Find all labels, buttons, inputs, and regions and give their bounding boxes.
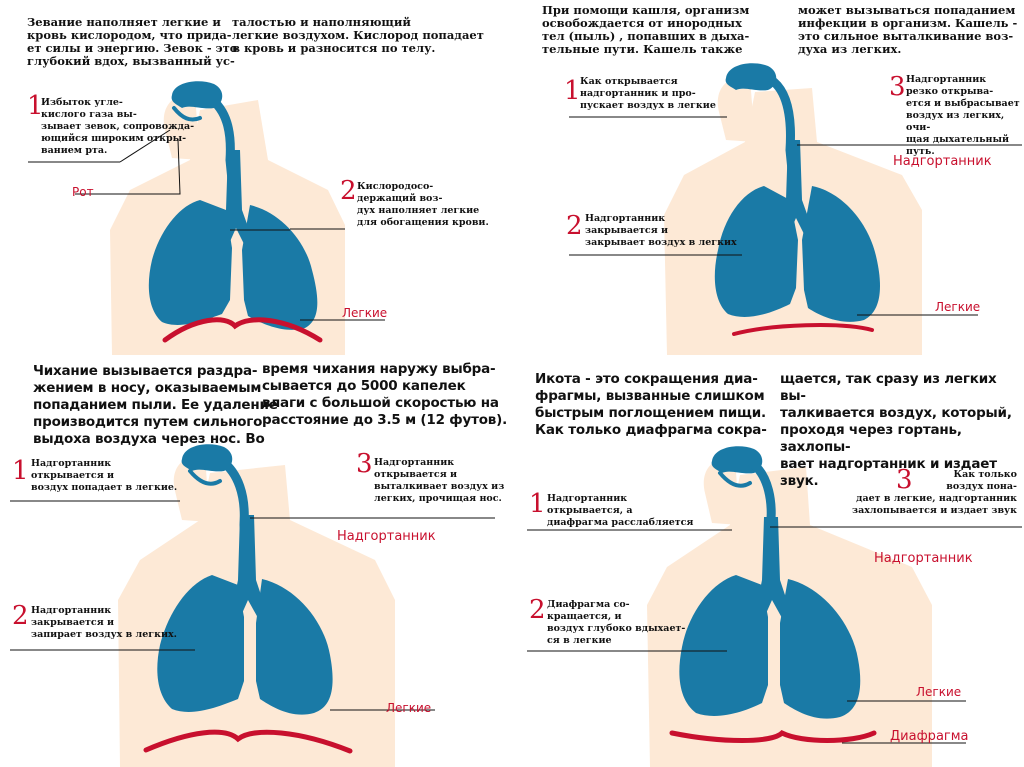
diaphragm-line: [732, 323, 874, 336]
body-silhouette: [163, 94, 200, 160]
step-caption: Надгортанник закрывается и запирает возд…: [31, 605, 177, 640]
step-caption: Надгортанник открывается, а диафрагма ра…: [547, 493, 694, 528]
respiratory-figure: [10, 444, 495, 767]
diaphragm-line: [669, 729, 877, 743]
leader-line: [75, 139, 181, 195]
lung-shape: [148, 200, 232, 325]
intro-text-col2: может вызываться попаданием инфекции в о…: [798, 3, 1018, 56]
lung-shape: [232, 515, 266, 618]
intro-text-col2: щается, так сразу из легких вы- талкивае…: [780, 371, 1012, 489]
step-caption: Надгортанник открывается и воздух попада…: [31, 458, 178, 493]
lung-shape: [157, 575, 244, 712]
panel-hiccup: Икота - это сокращения диа- фрагмы, вызв…: [512, 355, 1024, 767]
lung-shape: [256, 579, 333, 715]
intro-text-col1: Икота - это сокращения диа- фрагмы, вызв…: [535, 371, 767, 438]
panel-sneeze: Чихание вызывается раздра- жением в носу…: [0, 355, 512, 767]
step-number: 2: [529, 595, 546, 625]
intro-text-col2: время чихания наружу выбра- сывается до …: [262, 361, 508, 428]
lung-shape: [242, 205, 318, 330]
lung-shape: [725, 63, 777, 91]
respiratory-figure: [569, 63, 1022, 355]
label-lungs: Легкие: [386, 701, 432, 715]
step-number: 3: [889, 72, 906, 102]
label-epiglottis: Надгортанник: [874, 551, 973, 566]
step-number: 3: [356, 449, 373, 479]
airway: [718, 471, 752, 488]
respiratory-figure: [527, 446, 1022, 767]
label-mouth: Рот: [72, 185, 94, 199]
step-caption: Как только воздух пона- дает в легкие, н…: [852, 469, 1017, 516]
airway: [188, 469, 222, 486]
step-number: 1: [564, 76, 581, 106]
step-number: 2: [566, 211, 583, 241]
step-number: 1: [529, 489, 546, 519]
lung-shape: [714, 186, 798, 317]
step-caption: Диафрагма со- кращается, и воздух глубок…: [547, 599, 686, 646]
label-lungs: Легкие: [916, 685, 962, 699]
panel-yawn: Зевание наполняет легкие и кровь кислоро…: [0, 0, 512, 355]
step-caption: Надгортанник закрывается и закрывает воз…: [585, 213, 737, 248]
step-caption: Избыток угле- кислого газа вы- зывает зе…: [41, 97, 195, 156]
lung-shape: [756, 517, 790, 618]
label-lungs: Легкие: [342, 306, 388, 320]
lung-shape: [802, 186, 880, 322]
step-number: 2: [340, 176, 357, 206]
respiratory-figure: [28, 81, 385, 355]
intro-text-col1: Зевание наполняет легкие и кровь кислоро…: [27, 15, 238, 68]
step-number: 3: [896, 465, 913, 495]
lung-shape: [679, 575, 768, 716]
intro-text-col1: Чихание вызывается раздра- жением в носу…: [33, 363, 278, 447]
label-epiglottis: Надгортанник: [893, 154, 992, 169]
step-caption: Как открывается надгортанник и про- пуск…: [580, 76, 716, 111]
leader-line: [119, 129, 171, 163]
body-silhouette: [717, 77, 755, 142]
step-caption: Надгортанник открывается и выталкивает в…: [374, 457, 505, 504]
step-caption: Надгортанник резко открыва- ется и выбра…: [906, 74, 1020, 157]
body-silhouette: [703, 458, 740, 525]
diaphragm-line: [162, 317, 323, 343]
lung-shape: [221, 150, 252, 246]
diaphragm-line: [143, 729, 353, 754]
intro-text-col2: талостью и наполняющий легкие воздухом. …: [232, 15, 484, 55]
label-epiglottis: Надгортанник: [337, 529, 436, 544]
label-diaphragm: Диафрагма: [890, 729, 969, 744]
body-silhouette: [173, 456, 210, 522]
step-number: 1: [12, 456, 29, 486]
label-lungs: Легкие: [935, 300, 981, 314]
panel-cough: При помощи кашля, организм освобождается…: [512, 0, 1024, 360]
step-number: 2: [12, 601, 29, 631]
lung-shape: [780, 579, 861, 719]
intro-text-col1: При помощи кашля, организм освобождается…: [542, 3, 750, 56]
airway: [172, 106, 202, 122]
step-number: 1: [27, 91, 44, 121]
step-caption: Кислородосо- держащий воз- дух наполняет…: [357, 181, 489, 228]
